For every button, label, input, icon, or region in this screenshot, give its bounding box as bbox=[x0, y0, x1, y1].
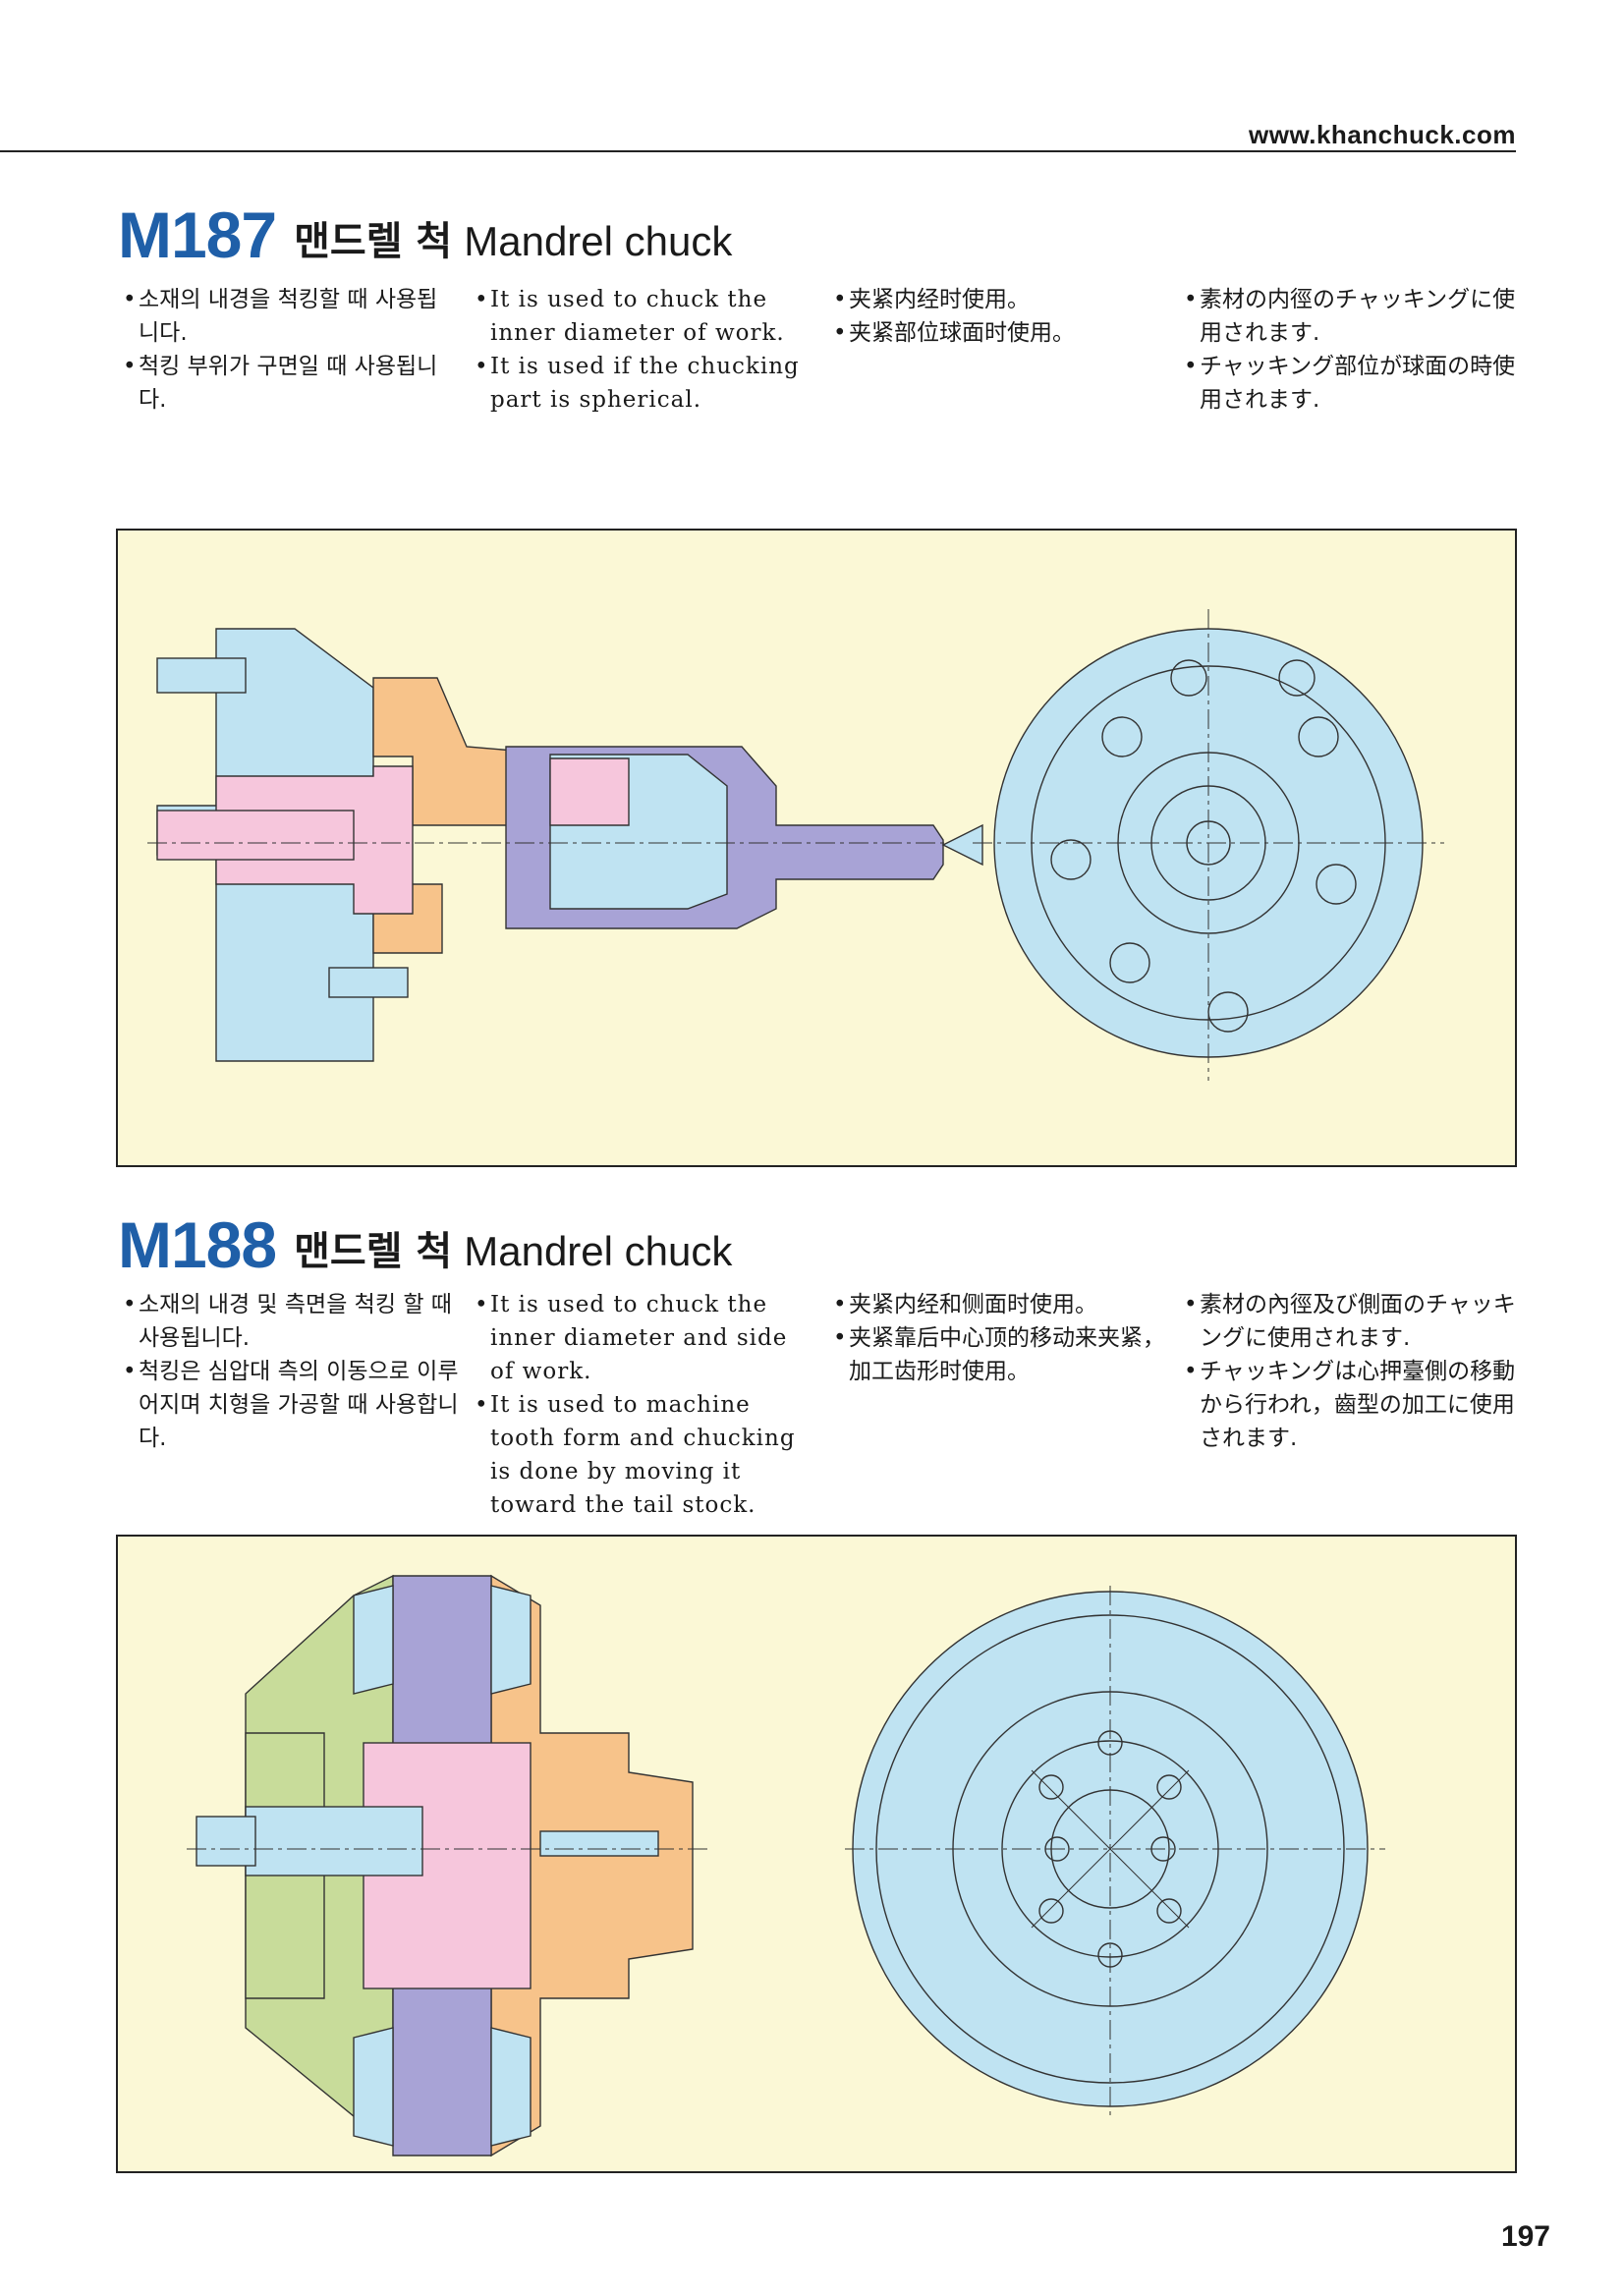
section-title-m187: M187 맨드렐 척 Mandrel chuck bbox=[118, 189, 732, 267]
description-item: 척킹은 심압대 측의 이동으로 이루어지며 치형을 가공할 때 사용합니다. bbox=[123, 1355, 462, 1455]
description-japanese: 素材の内徑のチャッキングに使用されます. チャッキング部位が球面の時使用されます… bbox=[1184, 283, 1523, 417]
section-title-m188: M188 맨드렐 척 Mandrel chuck bbox=[118, 1199, 732, 1277]
orange-housing bbox=[490, 1574, 694, 2157]
description-item: 夹紧内经和侧面时使用。 bbox=[833, 1288, 1172, 1321]
blue-plunger bbox=[245, 1806, 423, 1876]
technical-drawing-m187 bbox=[147, 609, 1444, 1081]
blue-part bbox=[353, 2027, 394, 2147]
technical-drawing-m188 bbox=[187, 1574, 1385, 2157]
description-item: 소재의 내경을 척킹할 때 사용됩니다. bbox=[123, 283, 447, 350]
description-english: It is used to chuck the inner diameter a… bbox=[475, 1288, 813, 1522]
model-code: M187 bbox=[118, 198, 277, 271]
site-url[interactable]: www.khanchuck.com bbox=[1249, 120, 1516, 149]
pink-drawbar bbox=[156, 810, 355, 861]
blue-plunger bbox=[196, 1816, 256, 1867]
description-japanese: 素材の內徑及び側面のチャッキングに使用されます. チャッキングは心押臺側の移動か… bbox=[1184, 1288, 1523, 1455]
pink-jaw bbox=[549, 757, 630, 826]
description-item: 夹紧靠后中心顶的移动来夹紧，加工齿形时使用。 bbox=[833, 1321, 1172, 1388]
description-item: 夹紧内经时使用。 bbox=[833, 283, 1157, 316]
description-item: 素材の内徑のチャッキングに使用されます. bbox=[1184, 283, 1523, 350]
description-english: It is used to chuck the inner diameter o… bbox=[475, 283, 813, 417]
page-number: 197 bbox=[1500, 2220, 1550, 2253]
mount-bolt bbox=[328, 967, 409, 998]
product-name-korean: 맨드렐 척 bbox=[294, 219, 453, 264]
blue-part bbox=[490, 1585, 532, 1695]
drawing-panel-m188 bbox=[116, 1535, 1517, 2173]
model-code: M188 bbox=[118, 1208, 277, 1281]
blue-part bbox=[490, 2027, 532, 2147]
drawing-panel-m187 bbox=[116, 529, 1517, 1167]
description-item: It is used to chuck the inner diameter a… bbox=[475, 1288, 813, 1388]
description-item: It is used to chuck the inner diameter o… bbox=[475, 283, 813, 350]
description-item: It is used if the chucking part is spher… bbox=[475, 350, 813, 417]
description-chinese: 夹紧内经和侧面时使用。 夹紧靠后中心顶的移动来夹紧，加工齿形时使用。 bbox=[833, 1288, 1172, 1388]
description-item: It is used to machine tooth form and chu… bbox=[475, 1388, 813, 1522]
description-item: 素材の內徑及び側面のチャッキングに使用されます. bbox=[1184, 1288, 1523, 1355]
product-name-english: Mandrel chuck bbox=[464, 218, 733, 264]
description-korean: 소재의 내경을 척킹할 때 사용됩니다. 척킹 부위가 구면일 때 사용됩니다. bbox=[123, 283, 447, 417]
description-chinese: 夹紧内经时使用。 夹紧部位球面时使用。 bbox=[833, 283, 1157, 350]
section-view bbox=[187, 1574, 707, 2157]
description-item: チャッキング部位が球面の時使用されます. bbox=[1184, 350, 1523, 417]
description-item: 척킹 부위가 구면일 때 사용됩니다. bbox=[123, 350, 447, 417]
front-view bbox=[845, 1586, 1385, 2116]
description-item: 夹紧部位球面时使用。 bbox=[833, 316, 1157, 350]
blue-part bbox=[353, 1585, 394, 1695]
description-item: チャッキングは心押臺側の移動から行われ，齒型の加工に使用されます. bbox=[1184, 1355, 1523, 1455]
center-point bbox=[941, 823, 983, 867]
front-view bbox=[973, 609, 1444, 1081]
section-view bbox=[147, 628, 983, 1062]
tail-pin bbox=[539, 1830, 659, 1857]
description-korean: 소재의 내경 및 측면을 척킹 할 때 사용됩니다. 척킹은 심압대 측의 이동… bbox=[123, 1288, 462, 1455]
top-rule bbox=[0, 150, 1516, 152]
mount-bolt bbox=[156, 657, 247, 694]
product-name-korean: 맨드렐 척 bbox=[294, 1229, 453, 1274]
description-item: 소재의 내경 및 측면을 척킹 할 때 사용됩니다. bbox=[123, 1288, 462, 1355]
product-name-english: Mandrel chuck bbox=[464, 1228, 733, 1274]
